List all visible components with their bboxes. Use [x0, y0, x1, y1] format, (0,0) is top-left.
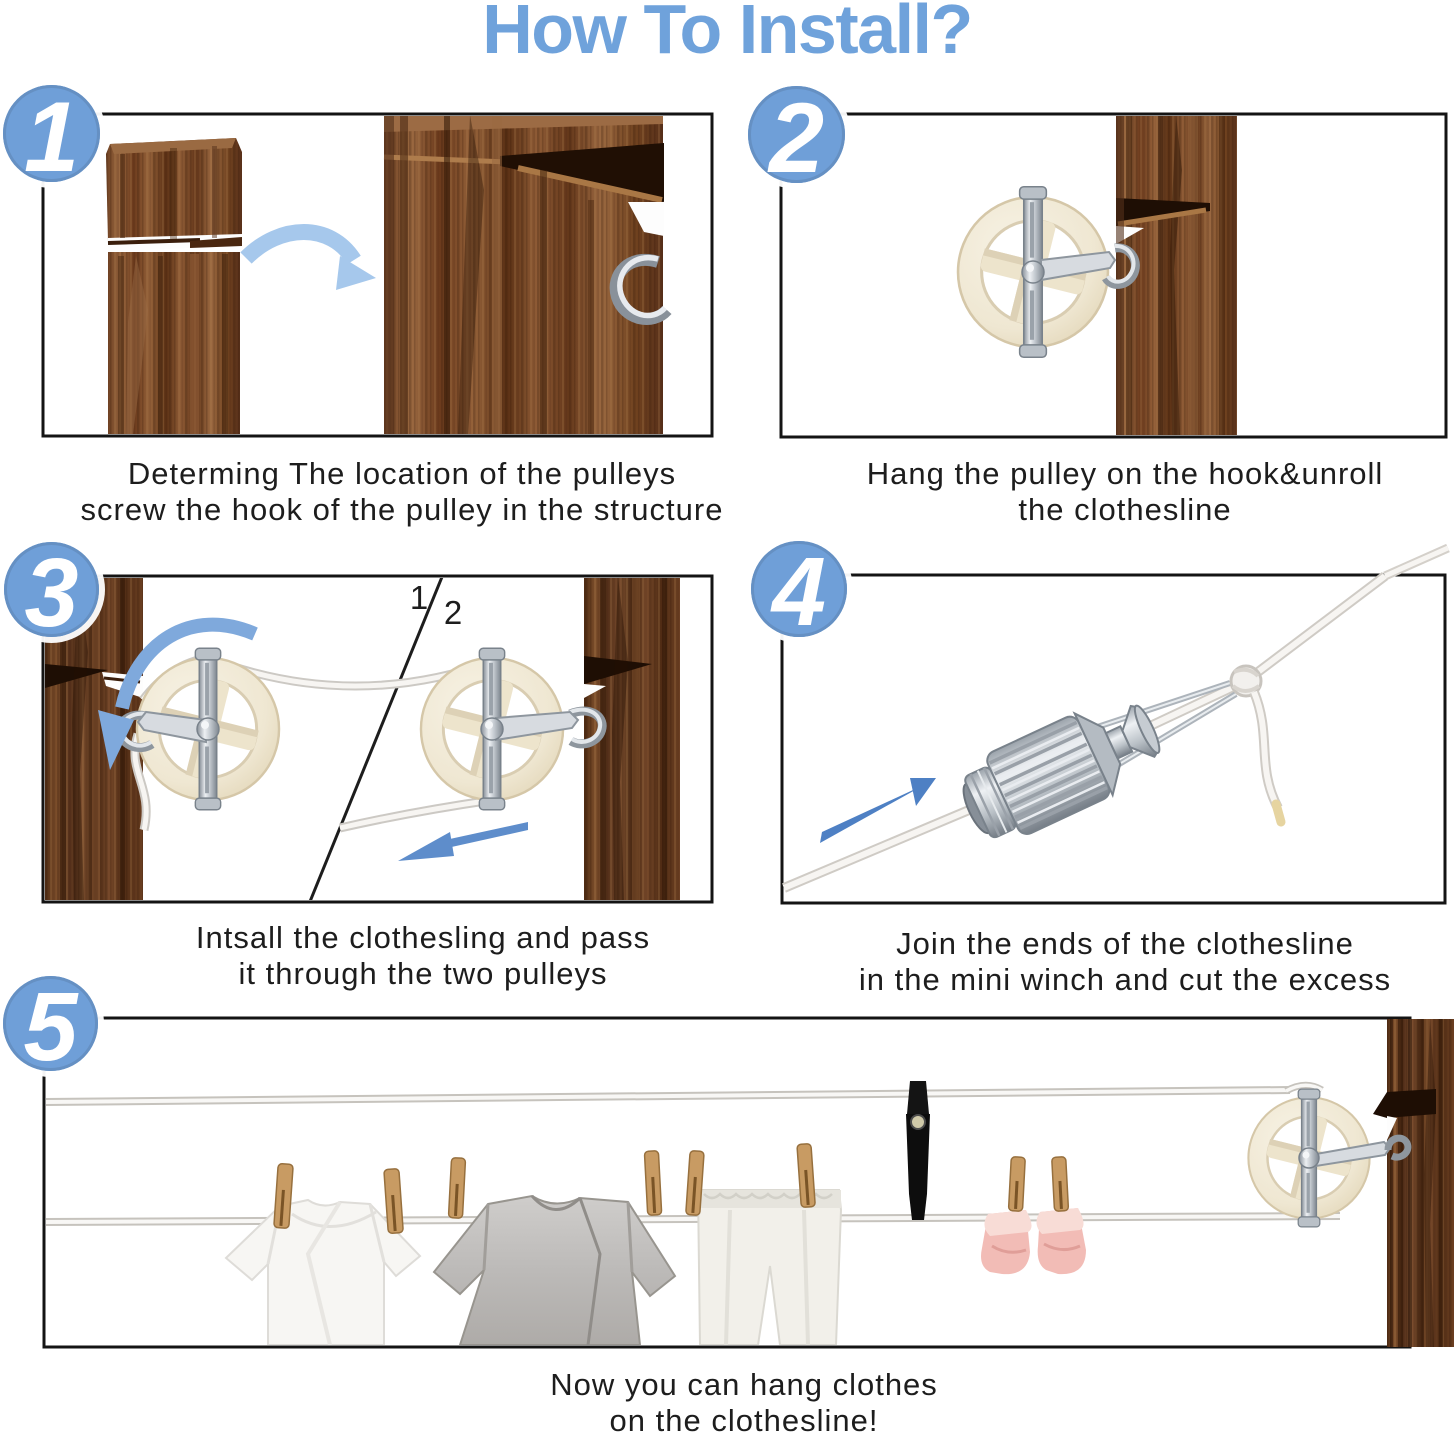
- svg-text:2: 2: [444, 594, 462, 631]
- svg-text:1: 1: [410, 579, 428, 616]
